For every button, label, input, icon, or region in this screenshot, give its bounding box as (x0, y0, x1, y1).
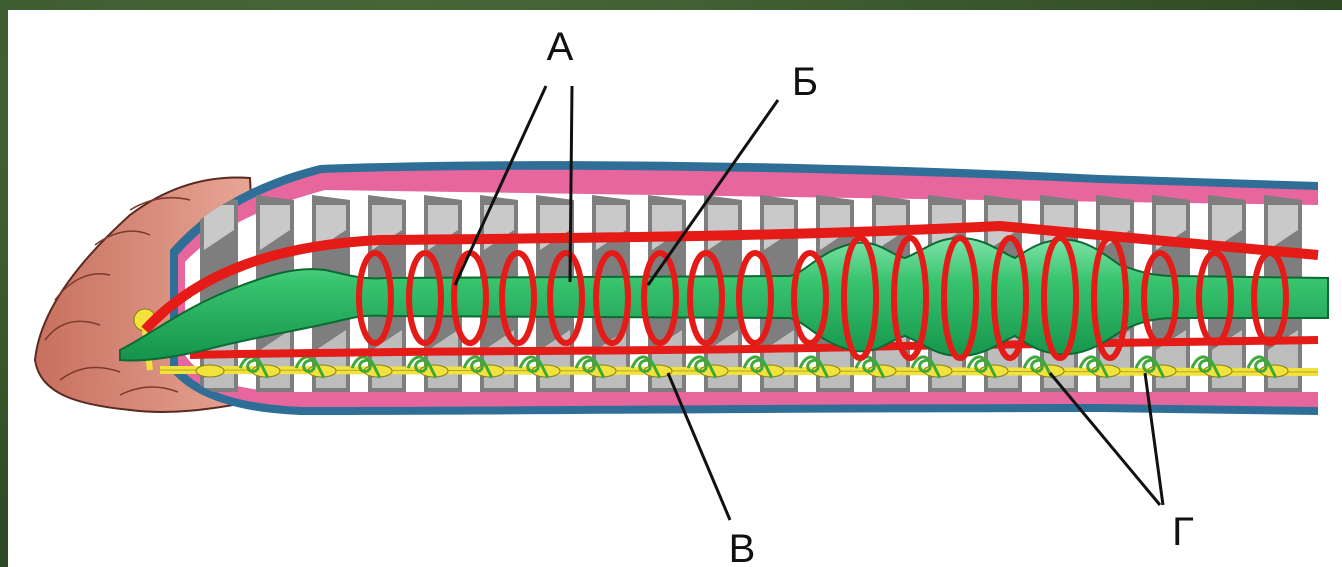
label-a: А (547, 25, 574, 69)
label-g: Г (1172, 510, 1194, 554)
ganglion (196, 365, 224, 377)
label-b: Б (792, 60, 818, 104)
label-v: В (729, 527, 756, 567)
leader-line-a2 (570, 86, 572, 282)
